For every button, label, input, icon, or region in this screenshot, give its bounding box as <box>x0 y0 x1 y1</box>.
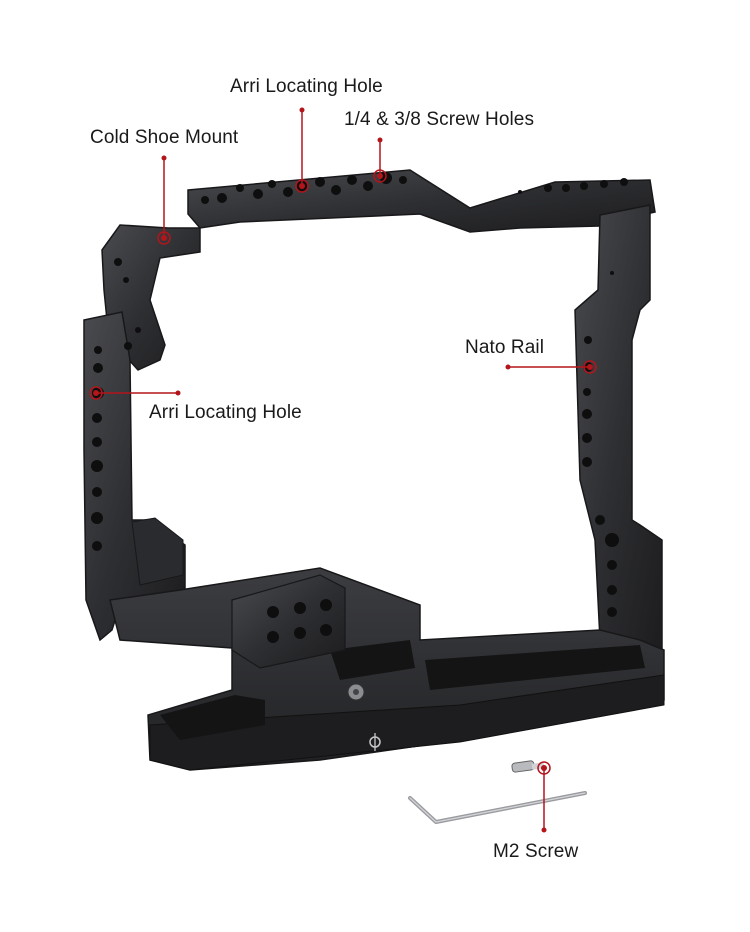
callout-m2-screw-line <box>537 761 551 833</box>
callout-label-arri-top: Arri Locating Hole <box>230 76 383 97</box>
callout-label-m2-screw: M2 Screw <box>493 841 579 862</box>
base-recess-mid <box>330 640 415 680</box>
callout-label-screw-holes: 1/4 & 3/8 Screw Holes <box>344 109 535 130</box>
callout-label-arri-side: Arri Locating Hole <box>149 402 302 423</box>
left-step-block <box>131 517 184 586</box>
base-front-face <box>149 674 665 771</box>
callout-label-cold-shoe: Cold Shoe Mount <box>90 127 239 148</box>
callout-cold-shoe-line <box>157 155 171 245</box>
callout-arri-top-line <box>295 107 309 193</box>
callout-nato-rail-line <box>505 360 597 374</box>
cage-holes <box>91 172 628 643</box>
callout-screw-holes-line <box>373 137 387 183</box>
base-recess-right <box>425 645 645 690</box>
cage-frame <box>83 169 665 771</box>
callout-lines <box>89 107 597 833</box>
base-recess-left <box>160 695 265 740</box>
right-upright <box>574 204 663 666</box>
accessories <box>408 760 587 824</box>
callout-label-nato-rail: Nato Rail <box>465 337 545 358</box>
base-raised-block <box>231 574 346 669</box>
top-plate <box>187 169 656 233</box>
callout-arri-side-line <box>89 386 181 400</box>
hex-key-icon <box>408 791 587 824</box>
